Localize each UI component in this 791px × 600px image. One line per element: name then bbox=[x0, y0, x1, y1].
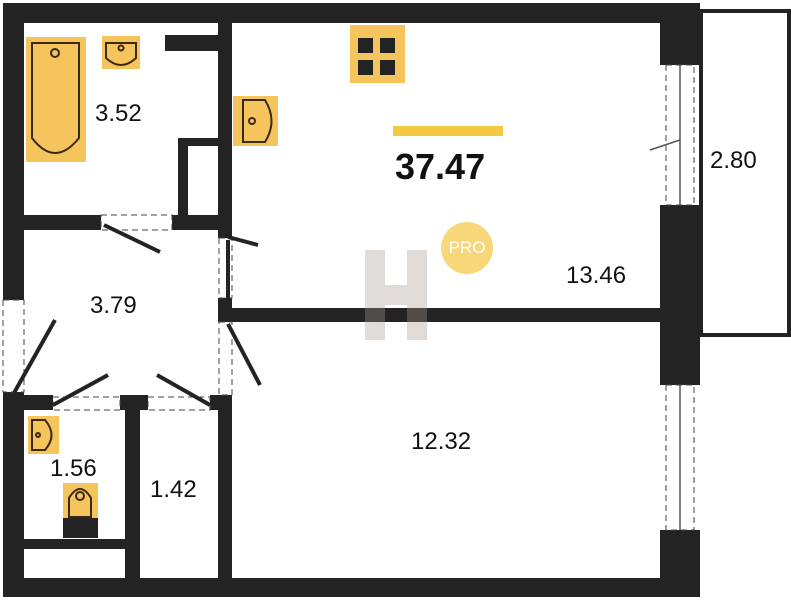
total-area: 37.47 bbox=[395, 146, 486, 187]
door-leaves bbox=[12, 223, 262, 407]
room-area-hallway: 3.79 bbox=[90, 292, 137, 319]
toilet-icon bbox=[63, 483, 98, 538]
room-area-bathroom: 3.52 bbox=[95, 100, 142, 127]
watermark-logo bbox=[365, 250, 427, 340]
balcony-outline bbox=[699, 9, 791, 337]
room-area-toilet: 1.56 bbox=[50, 455, 97, 482]
area-accent-bar bbox=[393, 126, 503, 136]
bathtub-icon bbox=[26, 37, 86, 162]
toilet-sink-icon bbox=[28, 416, 59, 454]
stove-icon bbox=[350, 25, 405, 83]
kitchen-sink-icon bbox=[233, 96, 278, 146]
windows bbox=[649, 65, 681, 530]
room-area-kitchen-living: 13.46 bbox=[566, 262, 627, 289]
washbasin-icon bbox=[102, 36, 140, 69]
room-area-bedroom: 12.32 bbox=[411, 428, 472, 455]
walls bbox=[3, 3, 700, 597]
room-area-balcony: 2.80 bbox=[710, 147, 757, 174]
pro-badge: PRO bbox=[441, 222, 493, 274]
room-area-storage: 1.42 bbox=[150, 476, 197, 503]
